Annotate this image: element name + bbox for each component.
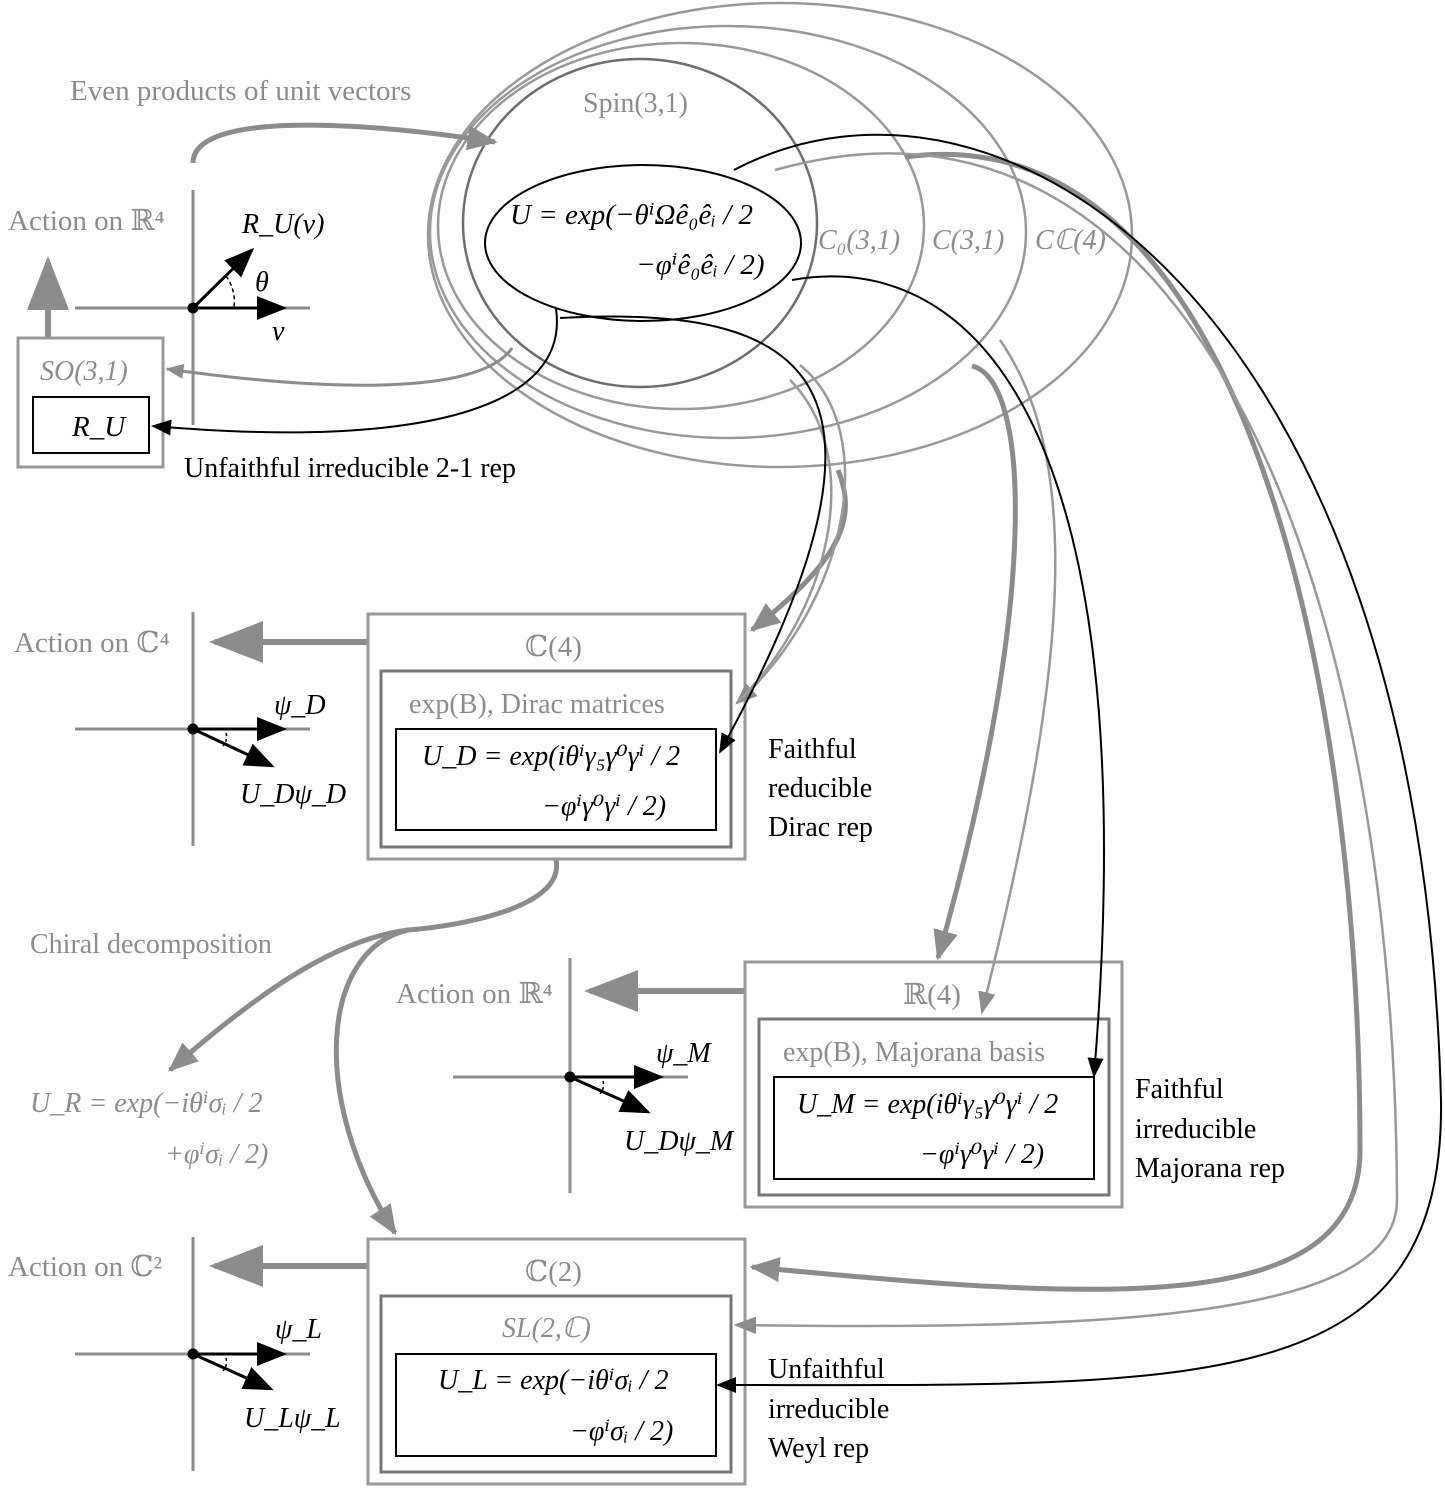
- complex-clifford-ellipse: [426, 1, 1134, 469]
- weyl-panel: Action on ℂ² ψ_L U_Lψ_L ℂ(2) SL(2,ℂ) U_L…: [8, 1237, 889, 1486]
- dirac-vector-label: ψ_D: [274, 690, 326, 721]
- weyl-action-title: Action on ℂ²: [8, 1251, 163, 1283]
- vector-v-label: v: [272, 316, 285, 347]
- action-r4-top-title: Action on ℝ⁴: [8, 205, 165, 237]
- majorana-image-label: U_Dψ_M: [624, 1126, 735, 1157]
- majorana-inner-title: exp(B), Majorana basis: [783, 1037, 1045, 1068]
- so31-element: R_U: [71, 411, 127, 443]
- dirac-image-label: U_Dψ_D: [240, 779, 346, 810]
- clifford-label: C(3,1): [932, 225, 1004, 256]
- even-products-caption: Even products of unit vectors: [70, 75, 411, 107]
- even-clifford-label: C₀(3,1): [818, 225, 900, 256]
- angle-theta-label: θ: [255, 267, 269, 298]
- spin-to-so31-gray-arrow: [165, 347, 514, 387]
- weyl-formula-line1: U_L = exp(−iθⁱσᵢ / 2: [438, 1365, 668, 1396]
- action-r4-top-panel: Action on ℝ⁴ R_U(v) θ v: [8, 190, 324, 425]
- majorana-panel: Action on ℝ⁴ ψ_M U_Dψ_M ℝ(4) exp(B), Maj…: [396, 958, 1285, 1209]
- dirac-rep-line3: Dirac rep: [768, 812, 873, 843]
- so31-title: SO(3,1): [40, 356, 128, 387]
- dirac-formula-line2: −φⁱγ⁰γⁱ / 2): [542, 791, 666, 822]
- chiral-to-ur-arrow: [168, 859, 559, 1072]
- clifford-ellipse: [428, 24, 1028, 440]
- majorana-outer-title: ℝ(4): [903, 979, 961, 1011]
- weyl-inner-title: SL(2,ℂ): [502, 1313, 591, 1344]
- spin-ellipse: [461, 57, 819, 389]
- dirac-formula-line1: U_D = exp(iθⁱγ₅γ⁰γⁱ / 2: [422, 741, 680, 772]
- majorana-rep-line3: Majorana rep: [1135, 1153, 1285, 1184]
- weyl-outer-title: ℂ(2): [525, 1256, 582, 1288]
- spin-element-to-ru-arrow: [151, 308, 558, 436]
- complex-clifford-label: Cℂ(4): [1035, 225, 1106, 256]
- weyl-rep-line1: Unfaithful: [768, 1354, 885, 1385]
- algebra-ellipses: [426, 1, 1134, 469]
- dirac-inner-title: exp(B), Dirac matrices: [409, 689, 665, 720]
- majorana-formula-line1: U_M = exp(iθⁱγ₅γ⁰γⁱ / 2: [797, 1089, 1058, 1120]
- spin-element-ellipse: [484, 164, 802, 322]
- weyl-image-label: U_Lψ_L: [244, 1403, 341, 1434]
- chiral-caption: Chiral decomposition: [30, 929, 272, 960]
- dirac-panel: Action on ℂ⁴ ψ_D U_Dψ_D ℂ(4) exp(B), Dir…: [14, 612, 873, 861]
- majorana-formula-line2: −φⁱγ⁰γⁱ / 2): [920, 1139, 1044, 1170]
- spin-group-label: Spin(3,1): [583, 88, 688, 119]
- weyl-rep-line2: irreducible: [768, 1394, 889, 1425]
- even-clifford-ellipse: [436, 41, 926, 411]
- majorana-rep-line2: irreducible: [1135, 1114, 1256, 1145]
- dirac-outer-title: ℂ(4): [525, 631, 582, 663]
- dirac-rep-line2: reducible: [768, 773, 872, 804]
- spin-element-line2: −φⁱê₀êᵢ / 2): [636, 249, 765, 281]
- representation-arrows: [559, 133, 1443, 1394]
- so31-rep-label: Unfaithful irreducible 2-1 rep: [184, 453, 516, 484]
- weyl-rep-line3: Weyl rep: [768, 1433, 869, 1464]
- weyl-formula-line2: −φⁱσᵢ / 2): [570, 1416, 673, 1447]
- dirac-action-title: Action on ℂ⁴: [14, 627, 170, 659]
- dirac-rep-line1: Faithful: [768, 734, 857, 765]
- ur-formula-line1: U_R = exp(−iθⁱσᵢ / 2: [30, 1088, 262, 1119]
- spin-element-line1: U = exp(−θⁱΩê₀êᵢ / 2: [510, 199, 753, 231]
- rotated-vector-arrow: [191, 247, 255, 310]
- weyl-vector-label: ψ_L: [275, 1314, 322, 1345]
- rotated-vector-label: R_U(v): [241, 209, 324, 240]
- so31-box: SO(3,1) R_U: [16, 336, 165, 469]
- majorana-vector-label: ψ_M: [656, 1038, 712, 1069]
- ur-formula-line2: +φⁱσᵢ / 2): [165, 1139, 268, 1170]
- majorana-rep-line1: Faithful: [1135, 1074, 1224, 1105]
- majorana-action-title: Action on ℝ⁴: [396, 978, 553, 1010]
- chiral-to-weyl-arrow: [333, 927, 409, 1236]
- even-products-arrow: [190, 122, 498, 164]
